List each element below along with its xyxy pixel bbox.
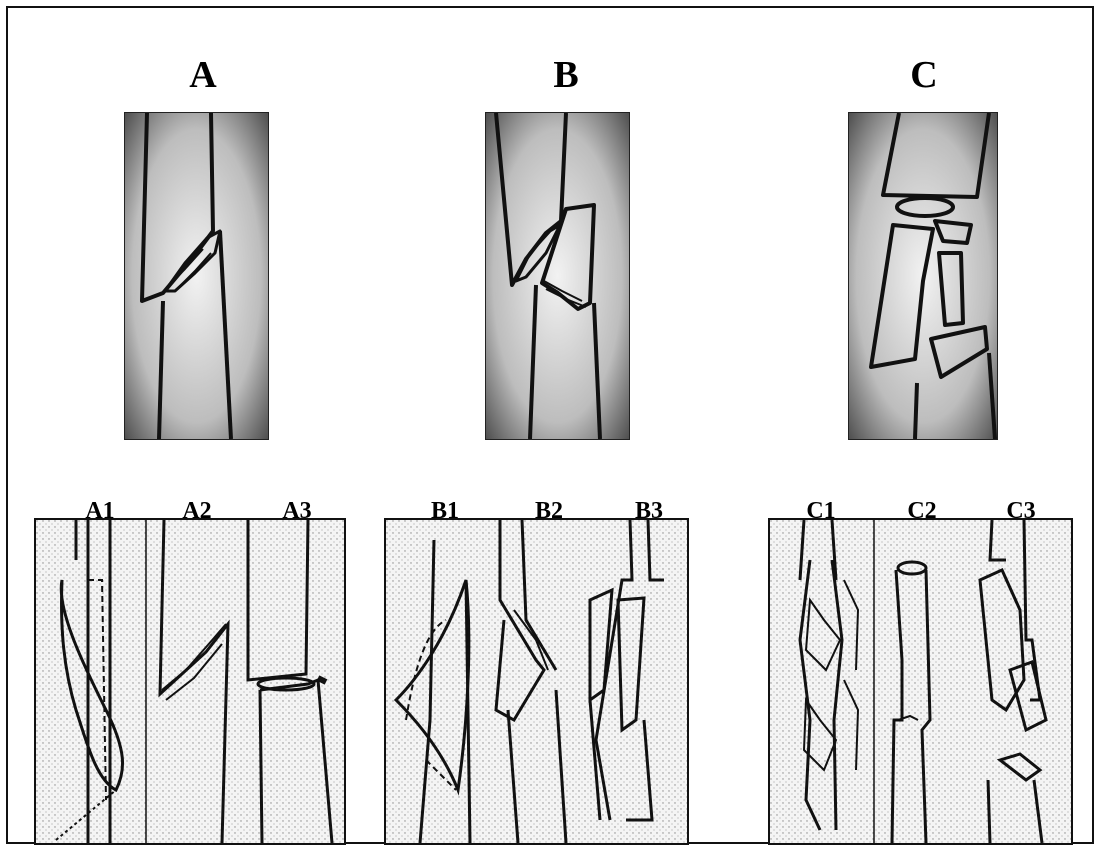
subtype-panel-b [384,518,689,845]
label-type-b: B [553,56,578,94]
label-type-a: A [189,56,216,94]
fracture-c-illustration [849,113,997,439]
subtype-panel-c [768,518,1073,845]
subtype-panel-a [34,518,346,845]
subtype-c-illustrations [770,520,1071,843]
label-type-c: C [910,56,937,94]
fracture-a-illustration [125,113,268,439]
subtype-b-illustrations [386,520,687,843]
subtype-a-illustrations [36,520,344,843]
fracture-panel-c [848,112,998,440]
fracture-panel-a [124,112,269,440]
fracture-panel-b [485,112,630,440]
fracture-b-illustration [486,113,629,439]
